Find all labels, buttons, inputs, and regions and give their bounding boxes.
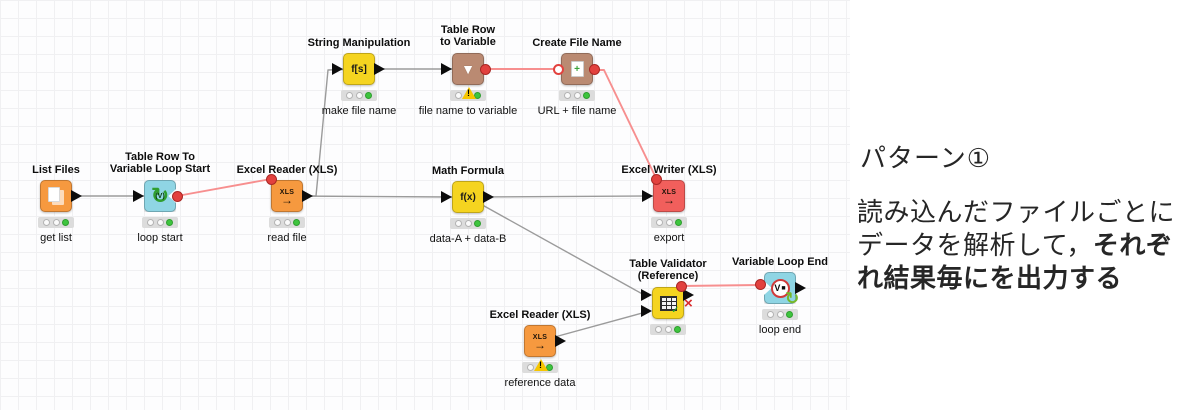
xls-file-icon: XLS→ [279,188,295,207]
input-port[interactable] [642,190,653,202]
flow-variable-output-port[interactable] [589,64,600,75]
input-port[interactable] [641,305,652,317]
math-formula-icon: f(x) [460,191,476,203]
table-validator-icon: ✓ [652,287,684,319]
node-label[interactable]: loop end [758,324,802,336]
output-port[interactable] [555,335,566,347]
flow-variable-input-port[interactable] [266,174,277,185]
flow-variable-connection[interactable] [594,69,657,179]
node-body [452,53,484,85]
node-table-validator[interactable]: ✓Table Validator (Reference)× [629,258,707,335]
node-title: String Manipulation [307,37,411,49]
output-port[interactable] [374,63,385,75]
node-loop-start[interactable]: ↻(V) Table Row To Variable Loop Start loop… [110,151,210,244]
input-port[interactable] [441,191,452,203]
workflow-canvas[interactable]: List Files get list ↻(V) Table Row To Varia… [0,0,850,410]
node-excel-reader-reference[interactable]: XLS→ Excel Reader (XLS)! reference data [490,309,591,389]
input-port[interactable] [441,63,452,75]
warning-icon: ! [534,359,548,371]
output-port[interactable] [302,190,313,202]
annotation-line: 読み込んだファイルごとに [857,197,1176,227]
flow-variable-connection[interactable] [176,178,272,197]
node-label[interactable]: data-A + data-B [429,233,507,245]
slide-annotation: パターン① 読み込んだファイルごとに データを解析して，それぞ れ結果毎にを出力… [857,0,1200,410]
node-title: Excel Reader (XLS) [236,164,338,176]
traffic-light-warning: ! [450,87,486,101]
traffic-light-green [559,90,595,101]
node-body [653,180,685,212]
data-connection[interactable] [467,195,654,198]
annotation-line: データを解析して，それぞ [857,230,1173,260]
node-math-formula[interactable]: f(x) Math Formula data-A + data-B [430,165,507,245]
annotation-heading: パターン① [860,143,992,173]
node-label[interactable]: export [653,232,685,244]
warning-icon: ! [462,87,476,99]
xls-file-icon: XLS→ [661,188,677,207]
traffic-light-green [142,217,178,228]
node-title: Variable Loop End [732,256,828,268]
traffic-light-warning: ! [522,359,558,373]
node-title: Excel Reader (XLS) [489,309,591,321]
traffic-light-green [341,90,377,101]
traffic-light-green [269,217,305,228]
input-port[interactable] [133,190,144,202]
traffic-light-green [38,217,74,228]
node-label[interactable]: loop start [137,232,183,244]
node-title: Create File Name [532,37,622,49]
node-excel-reader[interactable]: XLS→ Excel Reader (XLS) read file [237,164,338,244]
node-label[interactable]: file name to variable [418,105,518,117]
traffic-light-green [450,218,486,229]
create-file-name-icon: + [561,53,593,85]
node-excel-writer[interactable]: XLS→ Excel Writer (XLS) export [621,164,716,244]
node-label[interactable]: URL + file name [537,105,617,117]
input-port[interactable] [641,289,652,301]
output-port[interactable] [483,191,494,203]
input-port[interactable] [332,63,343,75]
files-icon [40,180,72,212]
flow-variable-output-port[interactable] [172,191,183,202]
node-title: Table Row to Variable [440,24,496,48]
loop-refresh-icon: ↻ [785,289,800,308]
node-table-row-to-variable[interactable]: ▼ Table Row to Variable! file name to vari… [419,24,517,117]
node-title: Excel Writer (XLS) [621,164,717,176]
output-port[interactable] [71,190,82,202]
xls-file-icon: XLS→ [532,333,548,352]
traffic-light-green [651,217,687,228]
node-label[interactable]: get list [40,232,72,244]
flow-variable-input-port[interactable] [651,174,662,185]
node-label[interactable]: read file [267,232,307,244]
node-title: Math Formula [431,165,505,177]
variable-loop-end-icon: V■ [764,272,796,304]
node-title: Table Row To Variable Loop Start [109,151,211,175]
flow-variable-input-port[interactable] [755,279,766,290]
node-title: List Files [32,164,80,176]
loop-start-icon: ↻(V) [150,183,170,208]
output-port[interactable] [795,282,806,294]
node-label[interactable]: reference data [504,377,576,389]
traffic-light-green [762,309,798,320]
node-list-files[interactable]: List Files get list [32,164,82,244]
traffic-light-green [650,324,686,335]
annotation-body: 読み込んだファイルごとに データを解析して，それぞ れ結果毎にを出力する [857,196,1175,295]
output-port[interactable] [683,289,694,301]
annotation-line: れ結果毎にを出力する [857,263,1123,293]
flow-variable-output-port[interactable] [480,64,491,75]
string-manipulation-icon: f[s] [351,63,367,75]
data-connection[interactable] [287,68,360,197]
flow-variable-output-port[interactable] [676,281,687,292]
inactive-port-icon: × [684,295,693,312]
optional-flow-variable-input-port[interactable] [553,64,564,75]
node-variable-loop-end[interactable]: V■ Variable Loop End ↻ loop end [732,256,828,336]
flow-variable-connection[interactable] [680,284,760,287]
row-to-variable-icon: ▼ [461,61,475,77]
